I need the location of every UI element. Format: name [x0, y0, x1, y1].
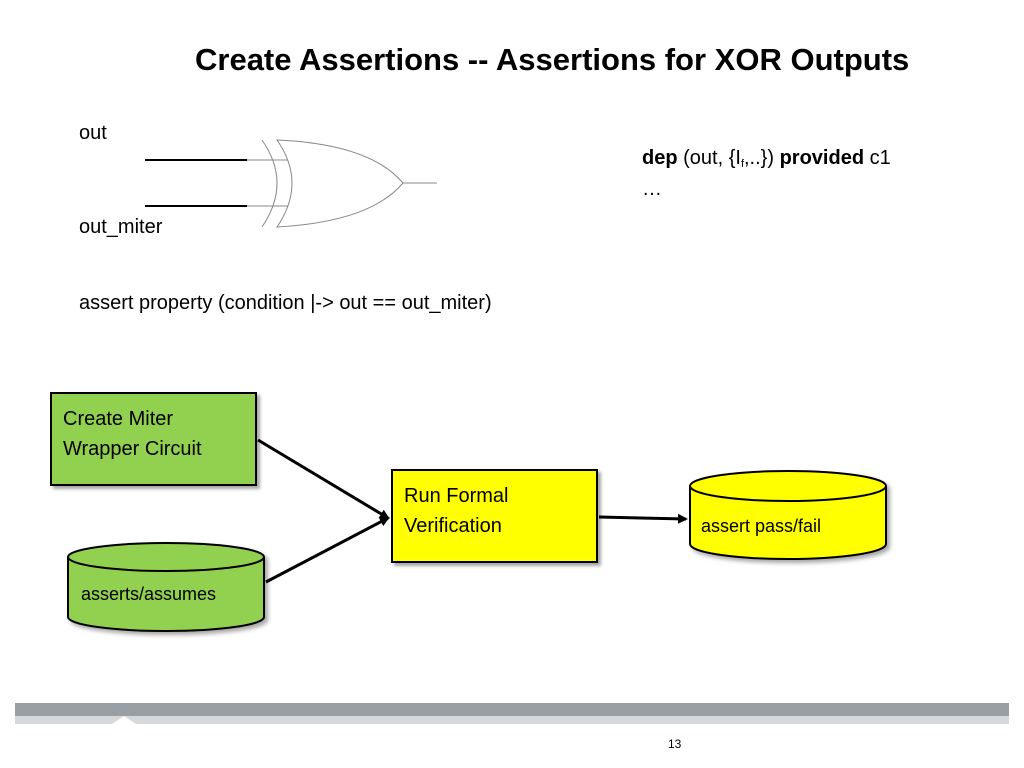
- run-formal-box: Run Formal Verification: [391, 469, 598, 563]
- page-number: 13: [668, 737, 682, 751]
- create-miter-box: Create Miter Wrapper Circuit: [50, 392, 257, 486]
- dep-subscript: f: [740, 158, 744, 170]
- asserts-assumes-label: asserts/assumes: [81, 584, 217, 604]
- formal-box-line2: Verification: [404, 515, 502, 537]
- dep-condition: c1: [869, 147, 891, 169]
- dep-statement: dep (out, {If,..}) provided c1: [642, 147, 891, 170]
- footer-bar: [15, 703, 1009, 716]
- miter-box-line2: Wrapper Circuit: [63, 438, 202, 460]
- dep-ellipsis: …: [642, 178, 662, 200]
- gate-input-out-label: out: [79, 122, 107, 144]
- dep-args: (out, {If,..}): [683, 147, 775, 170]
- miter-box-line1: Create Miter: [63, 408, 174, 430]
- footer-bar-light: [15, 716, 1009, 724]
- assert-pass-fail-cylinder: [689, 470, 887, 560]
- formal-box-line1: Run Formal: [404, 485, 509, 507]
- arrow-formal-to-result: [598, 513, 688, 524]
- provided-keyword: provided: [779, 147, 865, 169]
- dep-keyword: dep: [642, 147, 678, 169]
- assert-pass-fail-label: assert pass/fail: [701, 516, 822, 536]
- xor-gate-body: [276, 139, 404, 228]
- arrow-asserts-to-formal: [265, 516, 390, 584]
- gate-input-out-miter-label: out_miter: [79, 216, 163, 238]
- asserts-assumes-cylinder: [67, 542, 265, 632]
- arrow-miter-to-formal: [257, 438, 390, 520]
- xor-back-arc: [261, 139, 278, 228]
- slide-title: Create Assertions -- Assertions for XOR …: [195, 42, 910, 77]
- assertion-statement: assert property (condition |-> out == ou…: [79, 292, 492, 314]
